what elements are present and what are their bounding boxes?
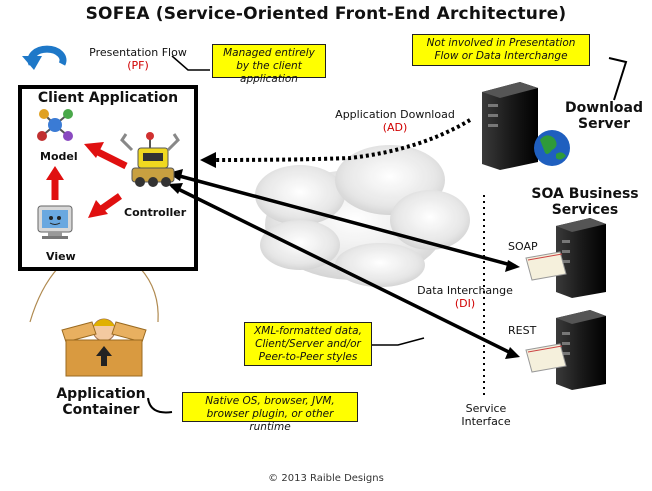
container-bracket bbox=[147, 397, 173, 414]
controller-to-view-arrow bbox=[88, 193, 123, 218]
application-download-path bbox=[209, 118, 472, 162]
client-application-title: Client Application bbox=[37, 90, 179, 106]
ad-arrowhead bbox=[200, 152, 216, 168]
download-server-icon bbox=[482, 82, 570, 170]
controller-to-model-arrow bbox=[84, 142, 128, 170]
service-interface-label: Service Interface bbox=[461, 402, 511, 428]
application-download-label: Application Download (AD) bbox=[332, 108, 458, 134]
native-os-note: Native OS, browser, JVM, browser plugin,… bbox=[182, 392, 358, 433]
rest-arrow bbox=[168, 183, 520, 359]
di-abbr: (DI) bbox=[454, 297, 476, 310]
soa-services-label: SOA Business Services bbox=[531, 186, 639, 218]
ad-abbr: (AD) bbox=[382, 121, 408, 134]
view-to-model-arrow bbox=[46, 166, 64, 200]
controller-icon bbox=[120, 132, 180, 187]
view-icon bbox=[37, 205, 73, 239]
view-label: View bbox=[46, 250, 76, 263]
soap-arrow bbox=[168, 169, 520, 272]
rest-server-icon bbox=[525, 310, 606, 390]
xml-pointer bbox=[372, 337, 425, 346]
refresh-icon bbox=[22, 45, 67, 70]
application-container-label: Application Container bbox=[56, 386, 146, 418]
soap-label: SOAP bbox=[508, 240, 538, 253]
pf-abbr: (PF) bbox=[127, 59, 149, 72]
box-icon bbox=[61, 318, 147, 377]
page-title: SOFEA (Service-Oriented Front-End Archit… bbox=[85, 4, 567, 24]
model-icon bbox=[37, 109, 73, 141]
pf-pointer bbox=[171, 55, 210, 71]
data-interchange-label: Data Interchange (DI) bbox=[408, 284, 522, 310]
soap-server-icon bbox=[525, 218, 606, 298]
download-bracket bbox=[608, 57, 628, 101]
xml-formatted-note: XML-formatted data, Client/Server and/or… bbox=[244, 322, 372, 366]
controller-label: Controller bbox=[124, 206, 187, 219]
download-server-label: Download Server bbox=[564, 100, 644, 132]
client-managed-note: Managed entirely by the client applicati… bbox=[212, 44, 326, 85]
presentation-flow-label: Presentation Flow (PF) bbox=[78, 46, 198, 72]
not-involved-note: Not involved in Presentation Flow or Dat… bbox=[412, 34, 590, 66]
rest-label: REST bbox=[508, 324, 537, 337]
network-cloud bbox=[255, 145, 470, 287]
copyright-footer: © 2013 Raible Designs bbox=[268, 473, 384, 484]
client-application-box bbox=[18, 85, 198, 271]
model-label: Model bbox=[40, 150, 78, 163]
